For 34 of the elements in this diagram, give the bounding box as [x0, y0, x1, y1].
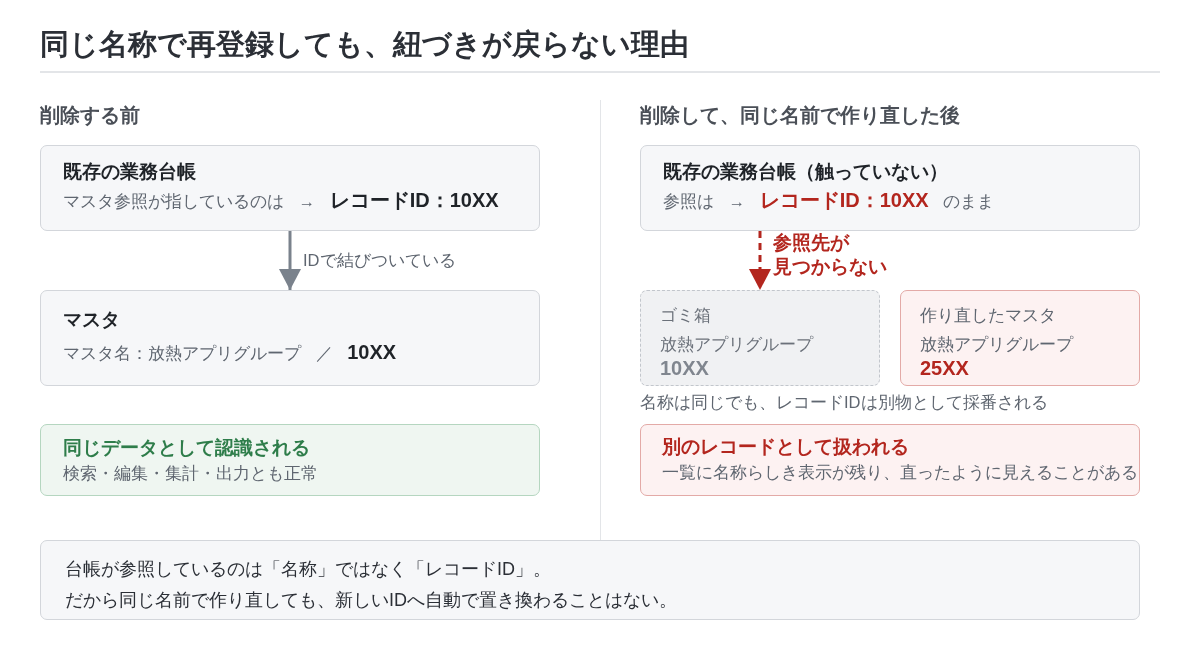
note-text: だから同じ名前で作り直しても、新しいIDへ自動で置き換わることはない。 [65, 589, 677, 612]
edge-label: 参照先が見つからない [773, 231, 888, 279]
status-box [640, 424, 1140, 496]
section-heading: 削除する前 [40, 103, 140, 127]
edge-label: IDで結びついている [303, 250, 456, 271]
box-text: 参照は → レコードID：10XX のまま [663, 188, 995, 213]
arrow [749, 231, 771, 290]
section-heading: 削除して、同じ名前で作り直した後 [640, 103, 960, 127]
note-box [40, 540, 1140, 620]
box-text: 放熱アプリグループ [920, 334, 1073, 355]
ledger-box [640, 145, 1140, 231]
master-box [900, 290, 1140, 386]
ledger-box [40, 145, 540, 231]
arrow [279, 231, 301, 290]
box-heading: 既存の業務台帳 [63, 160, 196, 184]
id-number: 25XX [920, 356, 969, 380]
box-heading: 同じデータとして認識される [63, 436, 310, 460]
status-box [40, 424, 540, 496]
box-text: 検索・編集・集計・出力とも正常 [63, 463, 318, 484]
box-text: マスタ参照が指しているのは → レコードID：10XX [63, 188, 499, 213]
id-number: 10XX [660, 356, 709, 380]
note-text: 台帳が参照しているのは「名称」ではなく「レコードID」。 [65, 558, 551, 581]
box-heading: 作り直したマスタ [920, 305, 1056, 326]
box-text: マスタ名：放熱アプリグループ ／ 10XX [63, 340, 397, 365]
box-text: 放熱アプリグループ [660, 334, 813, 355]
box-heading: ゴミ箱 [660, 305, 711, 326]
note-text: 名称は同じでも、レコードIDは別物として採番される [640, 392, 1048, 413]
box-text: 一覧に名称らしき表示が残り、直ったように見えることがある [662, 462, 1138, 483]
box-heading: 既存の業務台帳（触っていない） [663, 160, 948, 184]
trash-box [640, 290, 880, 386]
box-heading: マスタ [63, 308, 120, 332]
master-box [40, 290, 540, 386]
title: 同じ名称で再登録しても、紐づきが戻らない理由 [40, 27, 689, 62]
box-heading: 別のレコードとして扱われる [662, 435, 909, 459]
